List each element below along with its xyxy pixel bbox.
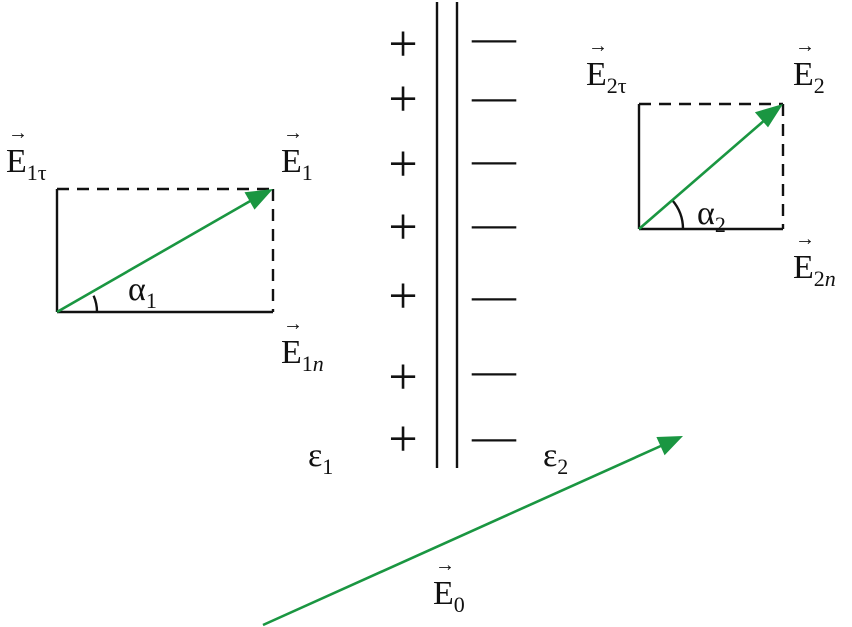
external-field-vector (262, 443, 664, 627)
minus-charge: — (471, 72, 517, 121)
right-angle-arc (671, 199, 685, 230)
right-angle-label: α2 (697, 195, 726, 237)
right-field-decomposition (637, 102, 785, 231)
vector-arrow-mark: → (435, 554, 455, 576)
left-tangential-label: → E1τ (6, 122, 47, 185)
right-tangential-text: E2τ (586, 56, 627, 98)
right-normal-text: E2n (793, 249, 836, 291)
plus-charge: + (388, 268, 417, 325)
right-field-arrowhead (754, 104, 783, 128)
right-normal-label: → E2n (793, 228, 836, 291)
left-normal-label: → E1n (281, 313, 324, 376)
right-field-vector (638, 118, 767, 230)
plus-charge: + (388, 16, 417, 73)
plus-charge: + (388, 411, 417, 468)
right-tangential-label: → E2τ (586, 35, 627, 98)
right-field-label: → E2 (793, 35, 825, 98)
external-field (262, 436, 683, 627)
vector-arrow-mark: → (795, 228, 815, 250)
vector-arrow-mark: → (8, 122, 28, 144)
external-field-arrowhead (656, 436, 683, 456)
minus-charge: — (471, 271, 517, 320)
interface-boundary (435, 2, 459, 468)
vector-arrow-mark: → (795, 35, 815, 57)
medium-right-label: ε2 (543, 437, 568, 479)
left-field-text: E1 (281, 143, 313, 185)
minus-charge: — (471, 412, 517, 461)
plus-charge: + (388, 136, 417, 193)
right-field-text: E2 (793, 56, 825, 98)
left-field-vector (56, 198, 253, 314)
negative-charges: — — — — — — — (471, 13, 517, 461)
external-field-label: → E0 (433, 554, 465, 617)
minus-charge: — (471, 13, 517, 62)
left-field-decomposition (55, 187, 275, 314)
left-angle-label: α1 (128, 271, 157, 313)
positive-charges: + + + + + + + (388, 16, 417, 468)
vector-arrow-mark: → (283, 122, 303, 144)
left-field-label: → E1 (281, 122, 313, 185)
left-angle-arc (92, 295, 99, 313)
external-field-text: E0 (433, 575, 465, 617)
plus-charge: + (388, 71, 417, 128)
minus-charge: — (471, 199, 517, 248)
minus-charge: — (471, 135, 517, 184)
left-tangential-text: E1τ (6, 143, 47, 185)
plus-charge: + (388, 199, 417, 256)
plus-charge: + (388, 349, 417, 406)
vector-arrow-mark: → (283, 313, 303, 335)
vector-arrow-mark: → (588, 35, 608, 57)
medium-left-label: ε1 (308, 437, 333, 479)
left-field-arrowhead (244, 189, 273, 210)
left-normal-text: E1n (281, 334, 324, 376)
minus-charge: — (471, 346, 517, 395)
